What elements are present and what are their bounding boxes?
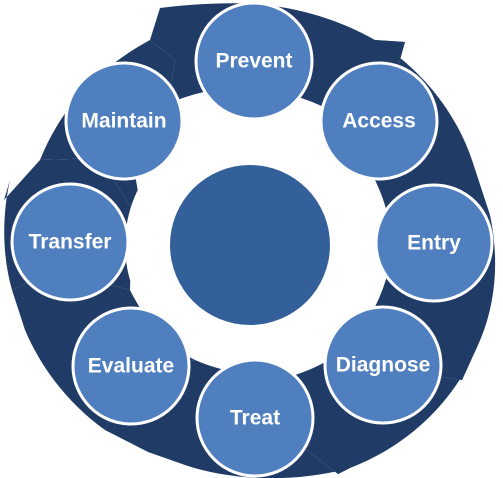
node-evaluate: Evaluate — [71, 306, 191, 426]
center-hub — [170, 165, 330, 325]
node-diagnose-label: Diagnose — [336, 354, 431, 377]
node-treat-circle — [195, 358, 315, 478]
node-prevent-circle — [194, 1, 314, 121]
node-access-circle — [319, 61, 439, 181]
node-maintain-label: Maintain — [81, 110, 166, 133]
node-entry: Entry — [374, 183, 494, 303]
cycle-nodes: Prevent Access Entry Diagnose Treat Eval… — [10, 1, 494, 478]
node-maintain: Maintain — [64, 61, 184, 181]
node-access: Access — [319, 61, 439, 181]
node-evaluate-label: Evaluate — [88, 355, 174, 378]
node-maintain-circle — [64, 61, 184, 181]
node-entry-circle — [374, 183, 494, 303]
node-treat: Treat — [195, 358, 315, 478]
node-transfer: Transfer — [10, 182, 130, 302]
node-treat-label: Treat — [230, 407, 280, 430]
node-evaluate-circle — [71, 306, 191, 426]
node-prevent-label: Prevent — [215, 50, 292, 73]
node-transfer-label: Transfer — [29, 231, 112, 254]
node-diagnose: Diagnose — [323, 305, 443, 425]
node-access-label: Access — [342, 110, 416, 133]
node-prevent: Prevent — [194, 1, 314, 121]
node-transfer-circle — [10, 182, 130, 302]
node-diagnose-circle — [323, 305, 443, 425]
node-entry-label: Entry — [407, 232, 461, 255]
